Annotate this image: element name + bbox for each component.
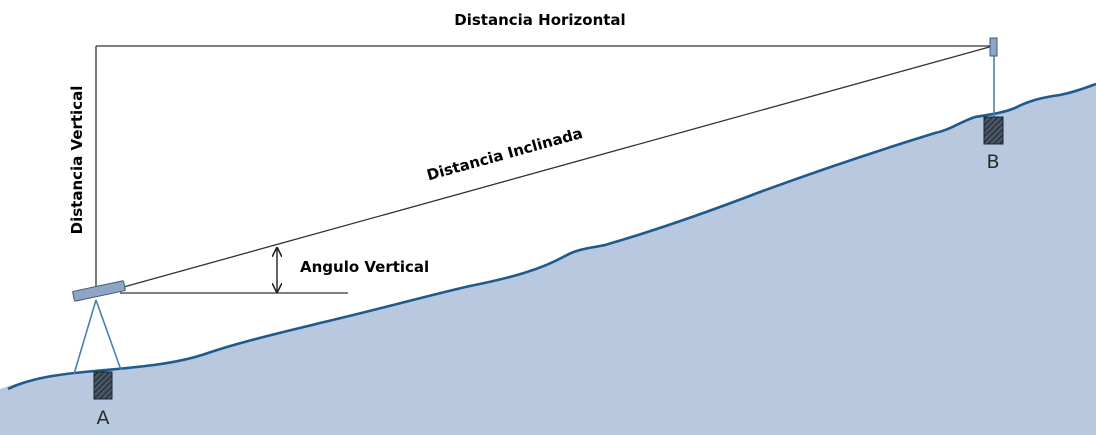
- marker-a-icon: [93, 371, 113, 400]
- label-vertical-angle: Angulo Vertical: [300, 258, 429, 276]
- instrument-telescope-icon: [72, 280, 126, 302]
- label-point-b: B: [986, 151, 999, 173]
- ground-outline: [7, 82, 1096, 391]
- tripod: [73, 299, 122, 375]
- target-prism-icon: [989, 37, 998, 57]
- ground-terrain: [0, 84, 1096, 435]
- label-vertical-distance: Distancia Vertical: [68, 86, 86, 235]
- marker-b-icon: [983, 116, 1004, 145]
- inclined-distance-line: [119, 45, 994, 289]
- label-inclined-distance: Distancia Inclinada: [425, 124, 585, 184]
- label-point-a: A: [97, 407, 110, 429]
- label-horizontal-distance: Distancia Horizontal: [454, 11, 625, 29]
